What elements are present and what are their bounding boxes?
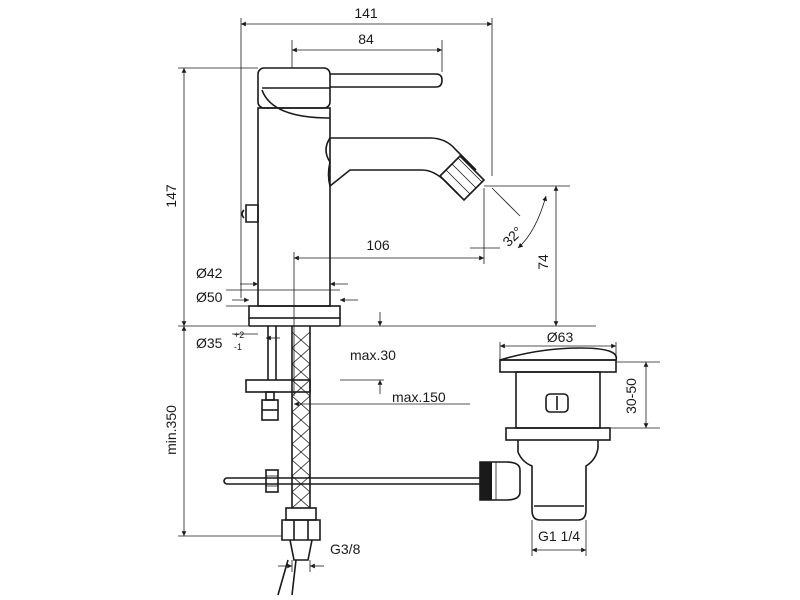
dim-hose-thread: G3/8 [330,541,361,557]
pop-up-knob [241,204,259,223]
dim-waste-thread: G1 1/4 [538,528,580,544]
dim-min-hose: min.350 [163,405,179,455]
dim-lever-width: 84 [358,31,374,47]
dim-spout-reach: 106 [366,237,390,253]
dim-hole-dia: Ø35 [196,335,223,351]
aerator [438,154,486,202]
dim-body-dia: Ø42 [196,265,223,281]
dim-waste-height: 30-50 [623,378,639,414]
lever-handle [330,73,443,88]
spout [325,137,486,202]
base-plate [248,305,341,327]
dim-waste-dia: Ø63 [547,329,574,345]
dimension-labels: 141 84 147 106 32° 74 Ø42 Ø50 Ø35 +2 -1 … [163,5,639,557]
dim-hole-tol-plus: +2 [234,330,244,340]
pop-up-waste [479,347,618,521]
dim-height: 147 [163,184,179,208]
pop-up-rod [223,469,480,493]
dim-max-rod: max.150 [392,389,446,405]
dim-max-deck: max.30 [350,347,396,363]
dimension-lines [181,21,649,569]
flexible-hose [277,326,321,596]
dim-hole-tol-minus: -1 [234,342,242,352]
dim-spray-angle: 32° [499,223,525,249]
dim-overall-width: 141 [354,5,378,21]
dim-base-dia: Ø50 [196,289,223,305]
dim-spray-height: 74 [535,254,551,270]
extension-lines [178,18,660,572]
